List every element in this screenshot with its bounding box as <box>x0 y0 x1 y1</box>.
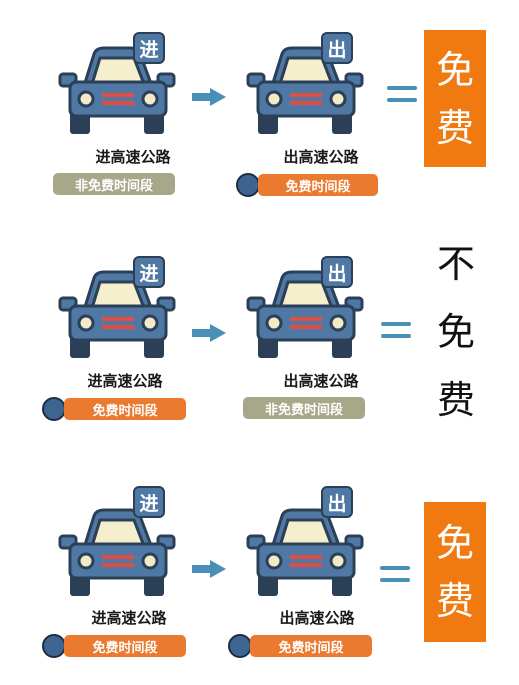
enter-car-block: 进 进高速公路 非免费时间段 <box>48 0 218 200</box>
enter-period-pill: 免费时间段 <box>64 398 186 420</box>
clock-icon <box>236 173 260 197</box>
arrow-right-icon <box>192 560 226 578</box>
result-char: 费 <box>436 378 475 422</box>
result-char: 免 <box>436 310 475 354</box>
car-icon <box>58 270 176 358</box>
result-box: 免 费 <box>424 502 486 642</box>
exit-car-block: 出 出高速公路 免费时间段 <box>236 0 406 200</box>
enter-car-block: 进 进高速公路 免费时间段 <box>42 224 218 424</box>
car-icon <box>246 508 364 596</box>
exit-sign: 出 <box>321 32 353 64</box>
exit-car-block: 出 出高速公路 非免费时间段 <box>236 224 406 424</box>
equals-icon <box>381 322 411 346</box>
enter-label: 进高速公路 <box>87 372 163 390</box>
result-char: 费 <box>435 579 474 623</box>
exit-period-pill: 免费时间段 <box>258 174 378 196</box>
exit-sign: 出 <box>321 486 353 518</box>
enter-label: 进高速公路 <box>91 609 167 627</box>
enter-period-pill: 免费时间段 <box>64 635 186 657</box>
result-box: 免 费 <box>424 30 486 167</box>
exit-car-block: 出 出高速公路 免费时间段 <box>228 462 406 662</box>
car-icon <box>58 508 176 596</box>
result-char: 费 <box>435 105 474 150</box>
car-icon <box>58 46 176 134</box>
clock-icon <box>42 634 66 658</box>
result-char: 免 <box>435 47 474 92</box>
car-icon <box>246 46 364 134</box>
enter-period-pill: 非免费时间段 <box>53 173 175 195</box>
enter-sign: 进 <box>133 256 165 288</box>
equals-icon <box>380 566 410 590</box>
result-char: 不 <box>436 242 475 286</box>
arrow-right-icon <box>192 88 226 106</box>
exit-label: 出高速公路 <box>283 372 359 390</box>
exit-period-pill: 非免费时间段 <box>243 397 365 419</box>
result-char: 免 <box>435 521 474 565</box>
arrow-right-icon <box>192 324 226 342</box>
car-icon <box>246 270 364 358</box>
equals-icon <box>387 86 417 110</box>
exit-label: 出高速公路 <box>283 148 359 166</box>
exit-sign: 出 <box>321 256 353 288</box>
exit-label: 出高速公路 <box>279 609 355 627</box>
enter-sign: 进 <box>133 32 165 64</box>
enter-car-block: 进 进高速公路 免费时间段 <box>42 462 218 662</box>
enter-label: 进高速公路 <box>95 148 171 166</box>
enter-sign: 进 <box>133 486 165 518</box>
exit-period-pill: 免费时间段 <box>250 635 372 657</box>
clock-icon <box>228 634 252 658</box>
clock-icon <box>42 397 66 421</box>
result-text: 不 免 费 <box>426 230 486 434</box>
